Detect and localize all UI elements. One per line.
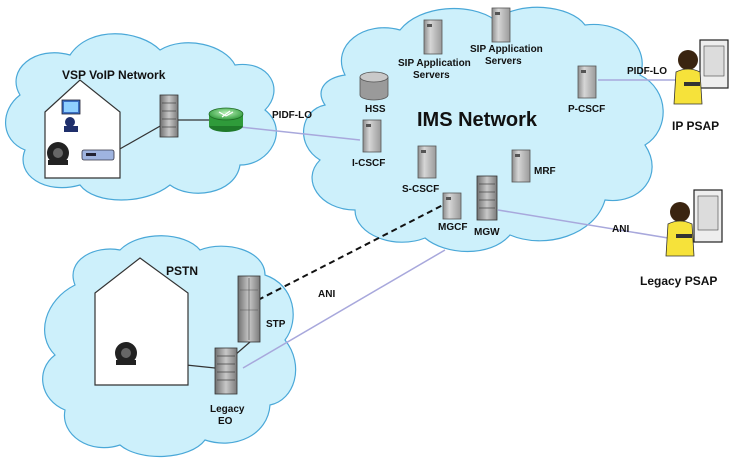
- mrf-label: MRF: [534, 166, 556, 177]
- i-cscf-label: I-CSCF: [352, 158, 385, 169]
- pstn-phone-icon: [115, 342, 137, 365]
- sip-app-1-label-line2: Servers: [413, 70, 450, 81]
- legacy-psap-label: Legacy PSAP: [640, 274, 717, 288]
- legacy-eo-label-line2: EO: [218, 416, 233, 427]
- mrf-server-icon: [511, 149, 531, 183]
- sip-app-2-label-line2: Servers: [485, 56, 522, 67]
- i-cscf-server-icon: [362, 119, 382, 153]
- pstn-label: PSTN: [166, 264, 198, 278]
- pidf-lo-vsp-label: PIDF-LO: [272, 110, 312, 121]
- phone-icon: [47, 142, 69, 165]
- sip-app-server-2-icon: [491, 7, 511, 43]
- ip-psap-operator-icon: [673, 39, 729, 105]
- vsp-network-label: VSP VoIP Network: [62, 68, 166, 82]
- link-vsp-router-to-ims: [239, 126, 361, 141]
- ims-network-label: IMS Network: [417, 109, 538, 131]
- computer-icon: [61, 99, 81, 132]
- stp-switch-icon: [237, 275, 261, 343]
- hss-label: HSS: [365, 104, 386, 115]
- ani-legacy-psap-label: ANI: [612, 224, 629, 235]
- vsp-server-icon: [159, 94, 179, 138]
- link-stp-to-eo: [234, 341, 251, 356]
- sip-app-server-1-icon: [423, 19, 443, 55]
- ip-psap-label: IP PSAP: [672, 119, 719, 133]
- p-cscf-label: P-CSCF: [568, 104, 605, 115]
- stp-label: STP: [266, 319, 286, 330]
- legacy-eo-label-line1: Legacy: [210, 404, 245, 415]
- link-house-to-server: [117, 124, 163, 151]
- mgcf-server-icon: [442, 192, 462, 220]
- voip-adapter-icon: [81, 149, 115, 161]
- p-cscf-server-icon: [577, 65, 597, 99]
- ani-pstn-label: ANI: [318, 289, 335, 300]
- mgcf-label: MGCF: [438, 222, 467, 233]
- sip-app-1-label-line1: SIP Application: [398, 58, 471, 69]
- legacy-psap-operator-icon: [665, 189, 723, 257]
- legacy-eo-switch-icon: [214, 347, 238, 395]
- hss-database-icon: [359, 71, 389, 101]
- router-icon: [208, 107, 244, 132]
- link-mgw-to-legacy-psap: [497, 209, 669, 239]
- link-legacy-eo-to-mgw: [242, 249, 446, 369]
- mgw-label: MGW: [474, 227, 500, 238]
- pidf-lo-ip-psap-label: PIDF-LO: [627, 66, 667, 77]
- s-cscf-server-icon: [417, 145, 437, 179]
- link-stp-to-mgcf-dashed: [257, 204, 444, 301]
- s-cscf-label: S-CSCF: [402, 184, 439, 195]
- mgw-rack-icon: [476, 175, 498, 221]
- sip-app-2-label-line1: SIP Application: [470, 44, 543, 55]
